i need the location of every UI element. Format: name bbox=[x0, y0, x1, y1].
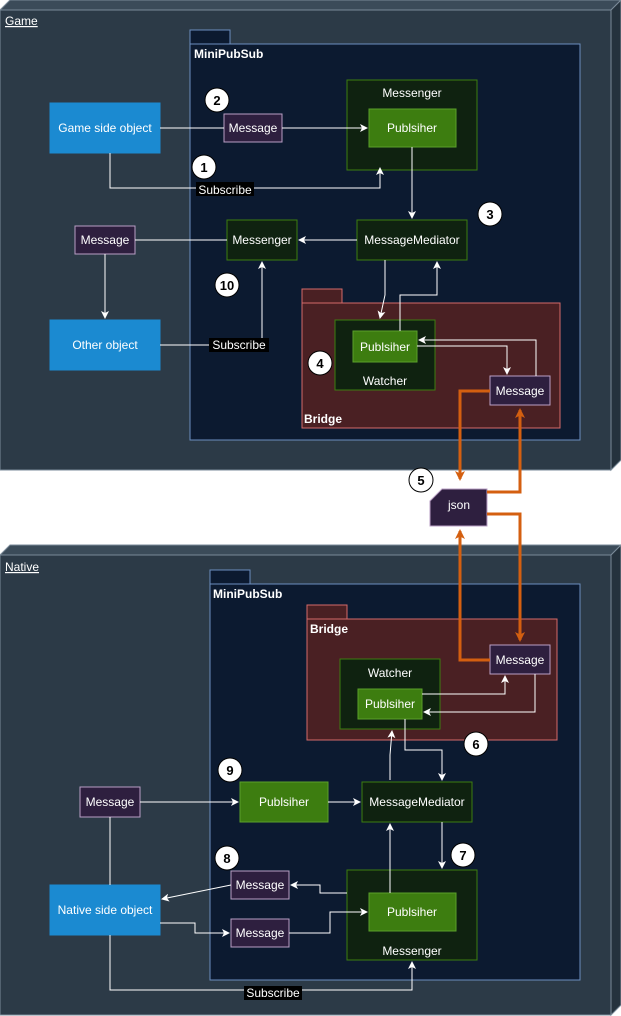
step-badge-8: 8 bbox=[214, 845, 240, 871]
native-side-object-label: Native side object bbox=[58, 903, 153, 917]
native-bridge-message-label: Message bbox=[496, 653, 545, 667]
json-label: json bbox=[447, 498, 470, 512]
svg-text:5: 5 bbox=[417, 473, 424, 488]
native-message-mediator: MessageMediator bbox=[361, 781, 473, 823]
game-side-object-label: Game side object bbox=[58, 121, 152, 135]
game-watcher-label: Watcher bbox=[363, 374, 407, 388]
native-side-object: Native side object bbox=[49, 884, 161, 936]
game-watcher-publisher-label: Publsiher bbox=[360, 340, 410, 354]
game-message-mediator-label: MessageMediator bbox=[364, 233, 459, 247]
native-messenger-publisher: Publsiher bbox=[368, 892, 457, 932]
game-subscribe-text-2: Subscribe bbox=[212, 338, 266, 352]
game-message-mediator: MessageMediator bbox=[356, 219, 468, 261]
native-message-left-label: Message bbox=[86, 795, 135, 809]
game-bridge-label: Bridge bbox=[304, 412, 342, 426]
svg-text:10: 10 bbox=[220, 278, 234, 293]
native-bridge-message: Message bbox=[489, 644, 551, 675]
native-message-left: Message bbox=[79, 786, 141, 818]
other-object: Other object bbox=[49, 319, 161, 371]
game-subscribe-label-1: Subscribe bbox=[196, 182, 254, 197]
svg-text:4: 4 bbox=[316, 356, 324, 371]
game-minipubsub-label: MiniPubSub bbox=[194, 47, 263, 61]
game-side-object: Game side object bbox=[49, 102, 161, 154]
step-badge-7: 7 bbox=[450, 842, 476, 868]
game-message-top-label: Message bbox=[229, 121, 278, 135]
native-subscribe-label: Subscribe bbox=[244, 986, 302, 1000]
game-messenger-box-label: Messenger bbox=[382, 86, 441, 100]
game-message-left-label: Message bbox=[81, 233, 130, 247]
native-bridge-label: Bridge bbox=[310, 622, 348, 636]
native-title: Native bbox=[5, 560, 39, 574]
step-badge-2: 2 bbox=[204, 87, 230, 113]
step-badge-4: 4 bbox=[307, 350, 333, 376]
game-bridge-message: Message bbox=[489, 375, 551, 406]
step-badge-10: 10 bbox=[214, 272, 240, 298]
native-watcher-publisher-label: Publsiher bbox=[365, 697, 415, 711]
native-watcher-label: Watcher bbox=[368, 666, 412, 680]
step-badge-5: 5 bbox=[408, 467, 434, 493]
native-message-lower: Message bbox=[230, 918, 290, 948]
step-badge-6: 6 bbox=[463, 731, 489, 757]
game-messenger: Messenger bbox=[226, 219, 298, 261]
step-badge-3: 3 bbox=[477, 201, 503, 227]
svg-text:1: 1 bbox=[200, 160, 207, 175]
game-bridge-message-label: Message bbox=[496, 384, 545, 398]
native-message-upper: Message bbox=[230, 870, 290, 900]
game-message-left: Message bbox=[74, 225, 136, 255]
game-messenger-label: Messenger bbox=[232, 233, 291, 247]
svg-text:2: 2 bbox=[213, 93, 220, 108]
game-subscribe-label-2: Subscribe bbox=[209, 338, 269, 352]
native-publisher-label: Publsiher bbox=[259, 795, 309, 809]
game-subscribe-text-1: Subscribe bbox=[198, 183, 252, 197]
native-publisher: Publsiher bbox=[239, 781, 329, 823]
native-watcher-publisher: Publsiher bbox=[357, 688, 423, 720]
native-messenger-box-label: Messenger bbox=[382, 944, 441, 958]
svg-text:7: 7 bbox=[459, 848, 466, 863]
step-badge-9: 9 bbox=[217, 757, 243, 783]
native-message-upper-label: Message bbox=[236, 878, 285, 892]
game-publisher-label: Publsiher bbox=[387, 121, 437, 135]
step-badges: 1 2 3 4 5 6 7 8 bbox=[191, 87, 503, 871]
svg-text:6: 6 bbox=[472, 737, 479, 752]
game-watcher-publisher: Publsiher bbox=[352, 330, 418, 363]
other-object-label: Other object bbox=[72, 338, 138, 352]
orange-arrows bbox=[455, 389, 525, 662]
game-publisher: Publsiher bbox=[368, 108, 457, 148]
native-minipubsub-label: MiniPubSub bbox=[213, 587, 282, 601]
svg-text:9: 9 bbox=[226, 763, 233, 778]
native-message-mediator-label: MessageMediator bbox=[369, 795, 464, 809]
game-title: Game bbox=[5, 14, 38, 28]
native-messenger-publisher-label: Publsiher bbox=[387, 905, 437, 919]
svg-text:8: 8 bbox=[223, 851, 230, 866]
step-badge-1: 1 bbox=[191, 154, 217, 180]
native-subscribe-text: Subscribe bbox=[246, 986, 300, 1000]
native-message-lower-label: Message bbox=[236, 926, 285, 940]
svg-text:3: 3 bbox=[486, 207, 493, 222]
json-node: json bbox=[429, 488, 488, 527]
game-message-top: Message bbox=[223, 113, 283, 143]
